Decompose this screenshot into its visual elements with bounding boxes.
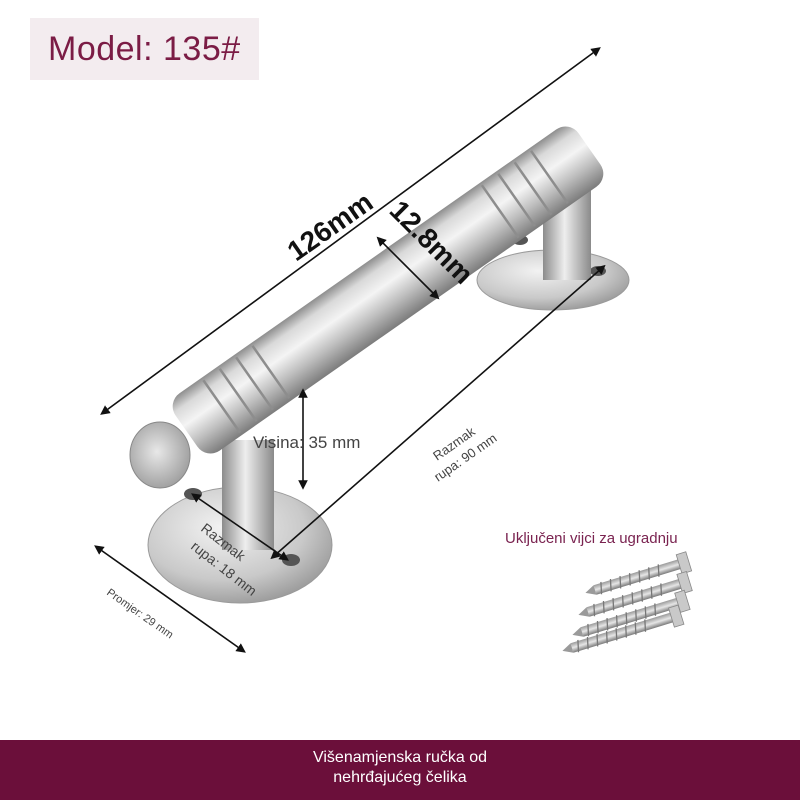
screw-icon xyxy=(562,551,693,653)
screws-caption: Uključeni vijci za ugradnju xyxy=(505,530,678,547)
footer-line-2: nehrđajućeg čelika xyxy=(333,769,467,786)
height-label: Visina: 35 mm xyxy=(253,433,360,452)
dimension-lines xyxy=(94,47,606,653)
length-label: 126mm xyxy=(282,186,379,267)
footer-banner: Višenamjenska ručka od nehrđajućeg čelik… xyxy=(0,740,800,800)
footer-line-1: Višenamjenska ručka od xyxy=(312,749,488,766)
